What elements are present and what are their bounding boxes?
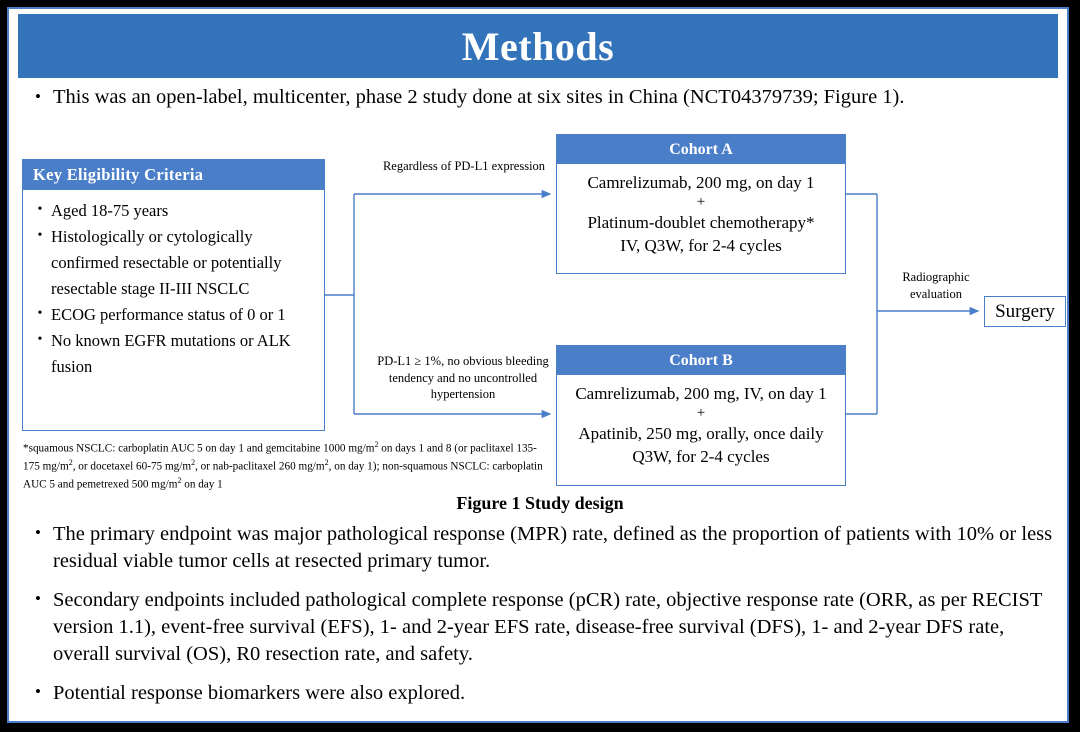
list-item: • No known EGFR mutations or ALK fusion xyxy=(29,328,318,380)
bullet-glyph-icon: • xyxy=(37,332,43,348)
footnote-part: , on day 1); non-squamous NSCLC: carbopl… xyxy=(23,460,543,492)
bullet-glyph-icon: • xyxy=(35,682,41,702)
study-design-figure: Key Eligibility Criteria • Aged 18-75 ye… xyxy=(9,121,1071,501)
endpoint-text: Secondary endpoints included pathologica… xyxy=(53,589,1043,665)
cohort-b-line1: Camrelizumab, 200 mg, IV, on day 1 xyxy=(575,384,827,403)
cohort-b-body: Camrelizumab, 200 mg, IV, on day 1 + Apa… xyxy=(557,375,845,469)
cohort-b-header: Cohort B xyxy=(557,346,845,375)
eligibility-list: • Aged 18-75 years • Histologically or c… xyxy=(23,190,324,380)
endpoint-text: Potential response biomarkers were also … xyxy=(53,682,466,705)
eligibility-item-text: Histologically or cytologically confirme… xyxy=(51,227,282,299)
eligibility-item-text: Aged 18-75 years xyxy=(51,201,169,220)
list-item: • The primary endpoint was major patholo… xyxy=(23,521,1059,574)
flow-connectors xyxy=(325,189,980,419)
footnote-part: *squamous NSCLC: carboplatin AUC 5 on da… xyxy=(23,442,375,455)
superscript-two: 2 xyxy=(177,476,182,486)
cohort-a-line3: IV, Q3W, for 2-4 cycles xyxy=(620,236,782,256)
slide-canvas: Methods • This was an open-label, multic… xyxy=(7,7,1069,723)
intro-bullet: • This was an open-label, multicenter, p… xyxy=(23,85,1055,111)
cohort-a-line1: Camrelizumab, 200 mg, on day 1 xyxy=(587,173,815,192)
bullet-glyph-icon: • xyxy=(35,87,41,106)
figure-footnote: *squamous NSCLC: carboplatin AUC 5 on da… xyxy=(23,439,553,494)
bullet-glyph-icon: • xyxy=(37,228,43,244)
connector-label-cohort-b: PD-L1 ≥ 1%, no obvious bleeding tendency… xyxy=(377,354,549,401)
endpoint-text: The primary endpoint was major pathologi… xyxy=(53,523,1053,572)
superscript-two: 2 xyxy=(324,458,329,468)
superscript-two: 2 xyxy=(68,458,73,468)
list-item: • Histologically or cytologically confir… xyxy=(29,224,318,302)
footnote-part: on days 1 and 8 (or paclitaxel 135-175 m… xyxy=(23,442,537,473)
bullet-glyph-icon: • xyxy=(35,523,41,542)
eligibility-item-text: ECOG performance status of 0 or 1 xyxy=(51,305,286,325)
cohort-a-box: Cohort A Camrelizumab, 200 mg, on day 1 … xyxy=(556,134,846,274)
eligibility-item-text: No known EGFR mutations or ALK fusion xyxy=(51,331,291,377)
endpoints-list: • The primary endpoint was major patholo… xyxy=(23,521,1059,720)
page-title: Methods xyxy=(461,23,615,69)
cohort-a-body: Camrelizumab, 200 mg, on day 1 + Platinu… xyxy=(557,164,845,258)
surgery-box: Surgery xyxy=(984,296,1066,327)
eligibility-box: Key Eligibility Criteria • Aged 18-75 ye… xyxy=(22,159,325,431)
figure-caption: Figure 1 Study design xyxy=(456,493,624,513)
cohort-b-line2: Apatinib, 250 mg, orally, once daily xyxy=(578,423,824,443)
cohort-a-header: Cohort A xyxy=(557,135,845,164)
surgery-label: Surgery xyxy=(995,300,1055,322)
cohort-a-line2: Platinum-doublet chemotherapy* xyxy=(587,212,815,232)
list-item: • Secondary endpoints included pathologi… xyxy=(23,587,1059,667)
bullet-glyph-icon: • xyxy=(35,589,41,609)
list-item: • Aged 18-75 years xyxy=(29,198,318,224)
superscript-two: 2 xyxy=(374,440,379,449)
bullet-glyph-icon: • xyxy=(37,202,43,217)
footnote-part: , or nab-paclitaxel 260 mg/m xyxy=(195,460,325,473)
cohort-b-line3: Q3W, for 2-4 cycles xyxy=(632,447,770,467)
superscript-two: 2 xyxy=(191,458,196,468)
cohort-b-box: Cohort B Camrelizumab, 200 mg, IV, on da… xyxy=(556,345,846,486)
list-item: • Potential response biomarkers were als… xyxy=(23,680,1059,707)
bullet-glyph-icon: • xyxy=(37,306,43,322)
cohort-b-plus: + xyxy=(696,404,706,421)
intro-bullet-text: This was an open-label, multicenter, pha… xyxy=(53,86,905,108)
footnote-part: on day 1 xyxy=(181,479,223,492)
slide-title-band: Methods xyxy=(18,14,1058,78)
connector-label-radiographic: Radiographic evaluation xyxy=(902,270,970,301)
connector-label-cohort-a: Regardless of PD-L1 expression xyxy=(382,159,546,173)
eligibility-header: Key Eligibility Criteria xyxy=(23,160,324,190)
cohort-a-plus: + xyxy=(696,193,706,210)
footnote-part: , or docetaxel 60-75 mg/m xyxy=(72,460,192,473)
list-item: • ECOG performance status of 0 or 1 xyxy=(29,302,318,328)
